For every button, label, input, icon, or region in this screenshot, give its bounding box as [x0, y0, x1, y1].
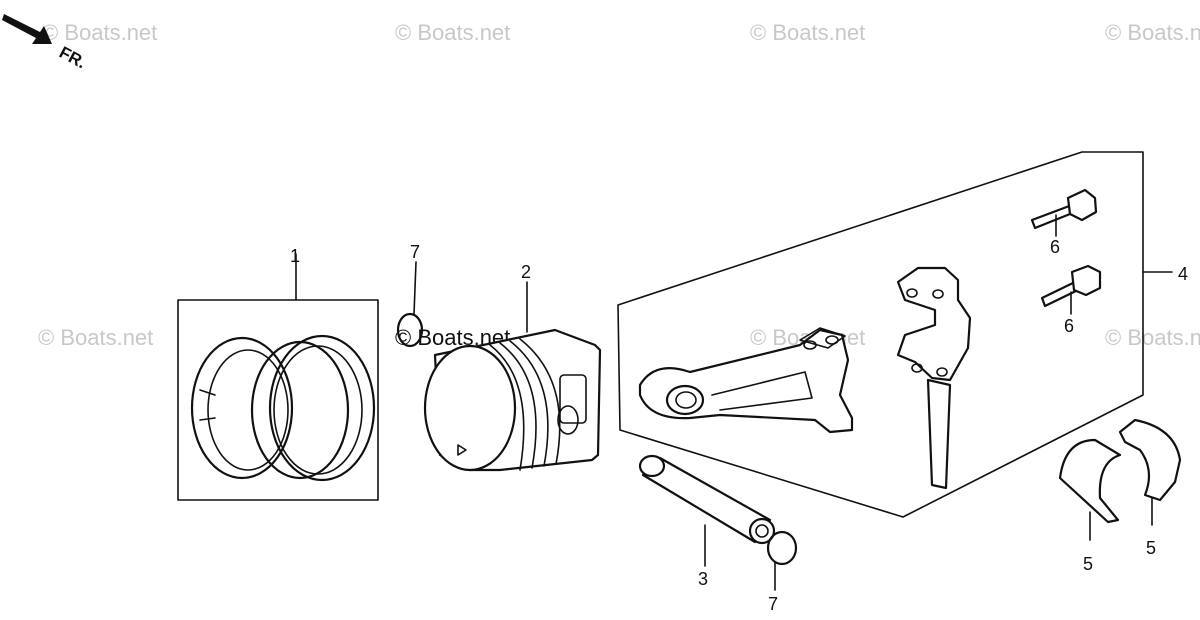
- front-label: FR.: [56, 43, 89, 73]
- watermark: © Boats.net: [38, 325, 153, 350]
- callout-7-lower: 7: [768, 594, 778, 614]
- bearing-lower: 5: [1118, 418, 1182, 558]
- callout-7-upper: 7: [410, 242, 420, 262]
- arrow-front-icon: [2, 14, 52, 44]
- callout-3: 3: [698, 569, 708, 589]
- watermark: © Boats.net: [1105, 20, 1200, 45]
- watermark: © Boats.net: [42, 20, 157, 45]
- callout-2: 2: [521, 262, 531, 282]
- callout-5-left: 5: [1083, 554, 1093, 574]
- connecting-rod-assembly: 4: [617, 151, 1188, 518]
- callout-6-lower: 6: [1064, 316, 1074, 336]
- rod-bolt-upper: 6: [1030, 188, 1098, 257]
- callout-5-right: 5: [1146, 538, 1156, 558]
- watermark: © Boats.net: [1105, 325, 1200, 350]
- rod-bolt-lower: 6: [1040, 264, 1102, 336]
- watermark: © Boats.net: [395, 20, 510, 45]
- piston: 2: [423, 262, 602, 472]
- piston-pin: 3: [638, 454, 776, 589]
- callout-6-upper: 6: [1050, 237, 1060, 257]
- bearing-upper: 5: [1058, 438, 1122, 574]
- piston-ring-set: 1: [177, 246, 379, 501]
- callout-1: 1: [290, 246, 300, 266]
- watermark: © Boats.net: [750, 20, 865, 45]
- pin-clip-upper: 7: [396, 242, 424, 348]
- pin-clip-lower: 7: [766, 530, 798, 614]
- callout-4: 4: [1178, 264, 1188, 284]
